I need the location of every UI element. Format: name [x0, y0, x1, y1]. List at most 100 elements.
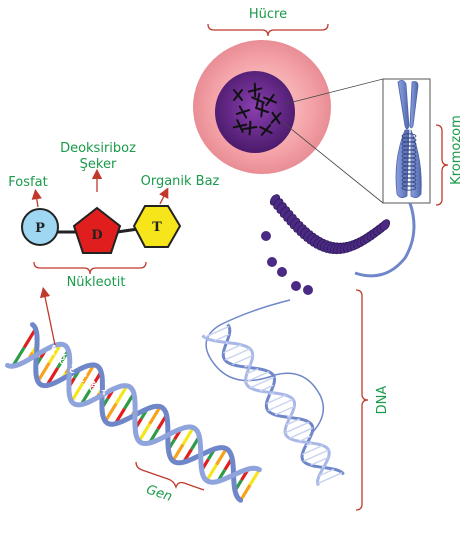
- coil-beads: [261, 194, 391, 295]
- zoom-line-bottom: [284, 123, 384, 204]
- helix-strand-thin: [201, 334, 331, 487]
- phosphate-label: Fosfat: [8, 175, 47, 190]
- helix2-rung: [260, 384, 274, 392]
- nucleosome: [261, 231, 271, 241]
- arrow-icon: [31, 188, 42, 208]
- base-pair-rung: [47, 343, 63, 364]
- base-pair-rung: [114, 384, 129, 405]
- base-letter: C: [79, 376, 84, 384]
- helix2-rung: [269, 392, 274, 396]
- mini-chromosome: [232, 119, 248, 133]
- base-letter: G: [81, 371, 87, 379]
- base-pair-rung: [11, 346, 26, 368]
- chromosome-label: Kromozom: [449, 115, 464, 185]
- helix2-rung: [310, 456, 329, 466]
- nucleosome: [303, 285, 313, 295]
- helix2-rung: [286, 414, 292, 418]
- helix-strand: [5, 341, 262, 485]
- nucleosome: [291, 281, 301, 291]
- dna-section: DNA: [355, 289, 390, 511]
- sugar-pentagon: [72, 206, 122, 254]
- base-letter: G: [59, 358, 65, 366]
- base-pair-rung: [215, 447, 228, 466]
- supercoil-icon: [205, 194, 416, 436]
- arrow-icon: [39, 286, 56, 346]
- base-pair-rung: [148, 405, 162, 425]
- helix2-rung: [298, 435, 311, 442]
- mini-chromosome: [270, 111, 282, 125]
- gene-section: Gen: [135, 461, 205, 505]
- base-pair-rung: [171, 443, 185, 462]
- sugar-label-line2: Şeker: [80, 157, 117, 172]
- base-letter: C: [71, 362, 76, 370]
- base-pair-rung: [70, 382, 85, 403]
- base-pair-rung: [103, 402, 118, 423]
- arrow-icon: [159, 187, 169, 205]
- thin-dna-strand: [205, 299, 325, 436]
- mini-chromosome: [242, 120, 258, 136]
- base-pair-rung: [205, 463, 218, 482]
- coil-bead: [379, 219, 391, 231]
- helix2-rung: [266, 394, 286, 405]
- helix2-rung: [204, 325, 230, 338]
- mini-chromosome: [233, 89, 243, 101]
- helix2-rung: [284, 421, 310, 434]
- base-letter: T: [62, 353, 67, 361]
- helix2-rung: [223, 344, 242, 354]
- helix2-rung: [244, 363, 251, 368]
- base-pair-rung: [22, 328, 37, 349]
- dna-label: DNA: [375, 386, 390, 415]
- base-pair-rung: [181, 426, 195, 446]
- helix2-rung: [214, 333, 230, 342]
- mini-chromosome: [263, 93, 277, 107]
- helix2-rung: [225, 342, 229, 345]
- base-pair-rung: [248, 468, 261, 486]
- base-letter: A: [49, 349, 55, 357]
- dna-bracket: [355, 289, 369, 511]
- phosphate-symbol: P: [35, 221, 45, 236]
- base-letter: A: [51, 344, 57, 352]
- helix2-rung: [305, 442, 312, 447]
- base-label: Organik Baz: [141, 174, 220, 189]
- helix2-rung: [267, 398, 294, 412]
- chromatin-loop: [401, 185, 417, 191]
- base-symbol: T: [152, 220, 162, 235]
- cell-label: Hücre: [249, 7, 287, 22]
- base-pair-rung: [36, 361, 51, 383]
- helix2-rung: [245, 371, 270, 383]
- chromosome-section: Kromozom: [284, 78, 464, 206]
- base-pair-rung: [137, 423, 152, 443]
- mini-chromosome: [254, 102, 270, 118]
- base-pair-rung: [239, 484, 252, 502]
- base-letter: C: [69, 367, 74, 375]
- mini-chromosome: [259, 124, 273, 136]
- cell-section: Hücre: [193, 7, 331, 174]
- base-hexagon: [132, 205, 182, 248]
- helix2-rung: [321, 465, 325, 468]
- cell-bracket: [207, 23, 329, 37]
- helix2-rung: [289, 427, 314, 439]
- base-letter: T: [102, 389, 107, 397]
- nucleotide-section: Deoksiriboz Şeker Fosfat Organik Baz P D…: [8, 141, 220, 346]
- helix2-rung: [232, 354, 253, 366]
- mini-chromosome: [235, 105, 251, 119]
- phosphate-circle: [21, 208, 59, 246]
- nucleosome: [267, 257, 277, 267]
- chromosome-icon: [395, 80, 422, 198]
- helix2-rung: [274, 405, 295, 416]
- base-letter: A: [91, 380, 97, 388]
- helix2-rung: [318, 468, 335, 477]
- chromosomes-in-nucleus: [232, 82, 282, 136]
- sugar-label-line1: Deoksiriboz: [60, 141, 136, 156]
- base-pair-rung: [81, 364, 96, 385]
- sugar-symbol: D: [91, 228, 102, 243]
- helix2-rung: [249, 376, 275, 389]
- base-letter: G: [89, 385, 95, 393]
- helix2-rung: [246, 368, 259, 375]
- helix2-rung: [286, 418, 301, 426]
- mini-chromosome: [251, 92, 265, 108]
- helix2-rung: [317, 472, 343, 485]
- nucleotide-bracket: [33, 261, 147, 275]
